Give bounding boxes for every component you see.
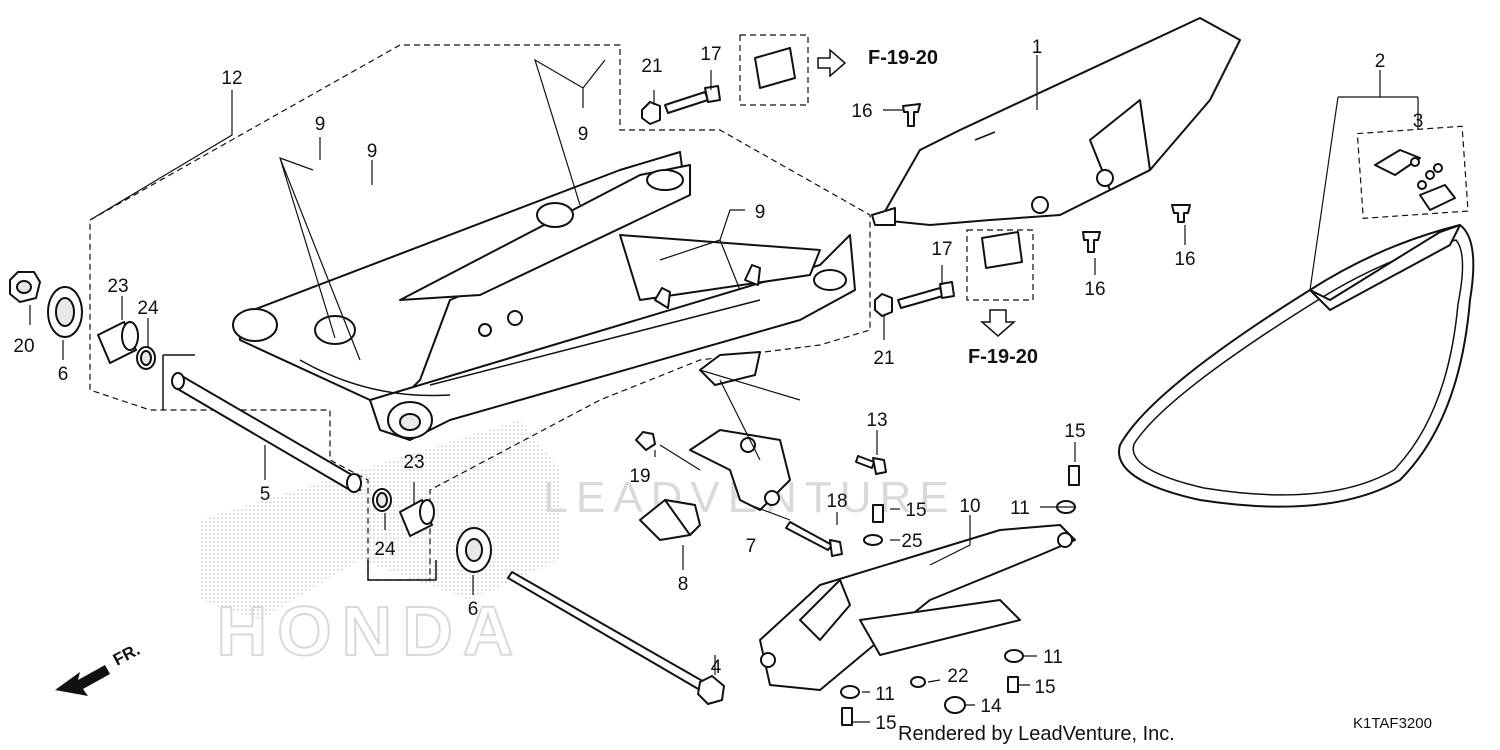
part-label-9-c: 9 — [578, 124, 589, 145]
bolt-16-right — [1171, 204, 1191, 223]
part-label-15-b: 15 — [1064, 421, 1085, 442]
part-label-24-left: 24 — [137, 298, 159, 319]
bolt-16-top — [902, 103, 921, 127]
washer-25 — [863, 534, 883, 546]
part-label-9-b: 9 — [367, 141, 378, 162]
bearing-group-bracket — [162, 354, 195, 410]
front-label: FR. — [110, 640, 143, 670]
bolt-15-a — [872, 504, 884, 523]
chain-guide-7 — [689, 429, 791, 511]
nut-19 — [635, 431, 656, 451]
part-label-21-top: 21 — [641, 56, 662, 77]
bolt-14 — [944, 696, 966, 714]
collar-11-right — [1004, 649, 1024, 663]
swingarm-assembly-outline — [89, 44, 871, 581]
part-label-15-c: 15 — [1034, 677, 1055, 698]
nut-22 — [910, 676, 926, 688]
part-label-16-a: 16 — [851, 101, 872, 122]
dust-seal-6-left — [47, 286, 83, 338]
part-label-5: 5 — [260, 484, 271, 505]
bolt-13 — [855, 455, 887, 475]
part-label-23-bottom: 23 — [403, 452, 424, 473]
part-label-3: 3 — [1413, 111, 1424, 132]
reference-box-bottom — [966, 229, 1034, 337]
part-label-17-bottom: 17 — [931, 239, 952, 260]
bolt-15-c — [1007, 676, 1019, 693]
diagram-code: K1TAF3200 — [1353, 715, 1432, 732]
part-label-11-top: 11 — [1010, 498, 1030, 519]
bolt-15-b — [1068, 465, 1080, 486]
chain-cover-1 — [871, 17, 1241, 226]
master-link-3 — [1356, 125, 1469, 220]
part-label-6-left: 6 — [58, 364, 69, 385]
leader-lines — [29, 55, 1419, 723]
part-label-4: 4 — [711, 657, 722, 678]
part-label-2: 2 — [1375, 51, 1386, 72]
nut-21-top — [641, 101, 661, 125]
part-label-9-a: 9 — [315, 114, 326, 135]
bottom-bearing-bracket — [367, 560, 437, 581]
part-label-18: 18 — [826, 491, 847, 512]
ring-24-bottom — [372, 488, 392, 512]
reference-label-bottom: F-19-20 — [968, 346, 1038, 368]
slider-8 — [639, 499, 701, 541]
part-label-12: 12 — [221, 68, 242, 89]
ring-24-left — [136, 346, 156, 370]
part-label-8: 8 — [678, 574, 689, 595]
part-label-19: 19 — [629, 466, 650, 487]
part-label-11-right: 11 — [1043, 647, 1063, 668]
part-label-6-bottom: 6 — [468, 599, 479, 620]
bolt-18 — [785, 521, 843, 557]
part-label-25: 25 — [901, 531, 922, 552]
bolt-17-bottom — [897, 281, 955, 309]
part-label-15-a: 15 — [905, 500, 926, 521]
part-label-1: 1 — [1032, 37, 1043, 58]
honda-brand-text: HONDA — [217, 592, 524, 670]
reference-label-top: F-19-20 — [868, 47, 938, 69]
part-label-16-c: 16 — [1174, 249, 1195, 270]
reference-box-top — [739, 34, 847, 106]
part-label-22: 22 — [947, 666, 968, 687]
part-labels: 1 2 3 4 5 6 6 7 8 9 9 9 9 10 11 11 11 12… — [13, 37, 1423, 734]
part-label-23-left: 23 — [107, 276, 128, 297]
part-label-15-d: 15 — [875, 713, 896, 734]
part-label-10: 10 — [959, 496, 980, 517]
drive-chain-2 — [1118, 224, 1475, 508]
dust-seal-6-bottom — [456, 527, 492, 573]
bolt-17-top — [664, 85, 721, 114]
bolt-16-mid — [1082, 231, 1101, 253]
chain-case-10 — [759, 524, 1076, 691]
bolt-15-d — [841, 707, 853, 726]
nut-21-bottom — [874, 293, 893, 317]
pivot-collar-5 — [171, 372, 362, 493]
part-label-20: 20 — [13, 336, 34, 357]
front-direction-arrow — [55, 665, 110, 696]
part-label-14: 14 — [980, 696, 1002, 717]
needle-bearing-23-left — [97, 321, 139, 364]
part-label-13: 13 — [866, 410, 887, 431]
needle-bearing-23-bottom — [399, 499, 435, 537]
render-credit: Rendered by LeadVenture, Inc. — [898, 723, 1175, 745]
part-label-9-d: 9 — [755, 202, 766, 223]
flange-nut-20 — [9, 271, 41, 303]
part-label-7: 7 — [746, 536, 757, 557]
pivot-bolt-4 — [507, 571, 725, 705]
swingarm — [232, 151, 856, 441]
guard-leader-lines — [659, 369, 801, 521]
collar-11-bottom — [840, 685, 860, 699]
part-label-16-b: 16 — [1084, 279, 1105, 300]
part-label-11-bottom: 11 — [875, 684, 895, 705]
part-label-24-bottom: 24 — [374, 539, 396, 560]
part-label-21-bottom: 21 — [873, 348, 894, 369]
part-label-17-top: 17 — [700, 44, 721, 65]
